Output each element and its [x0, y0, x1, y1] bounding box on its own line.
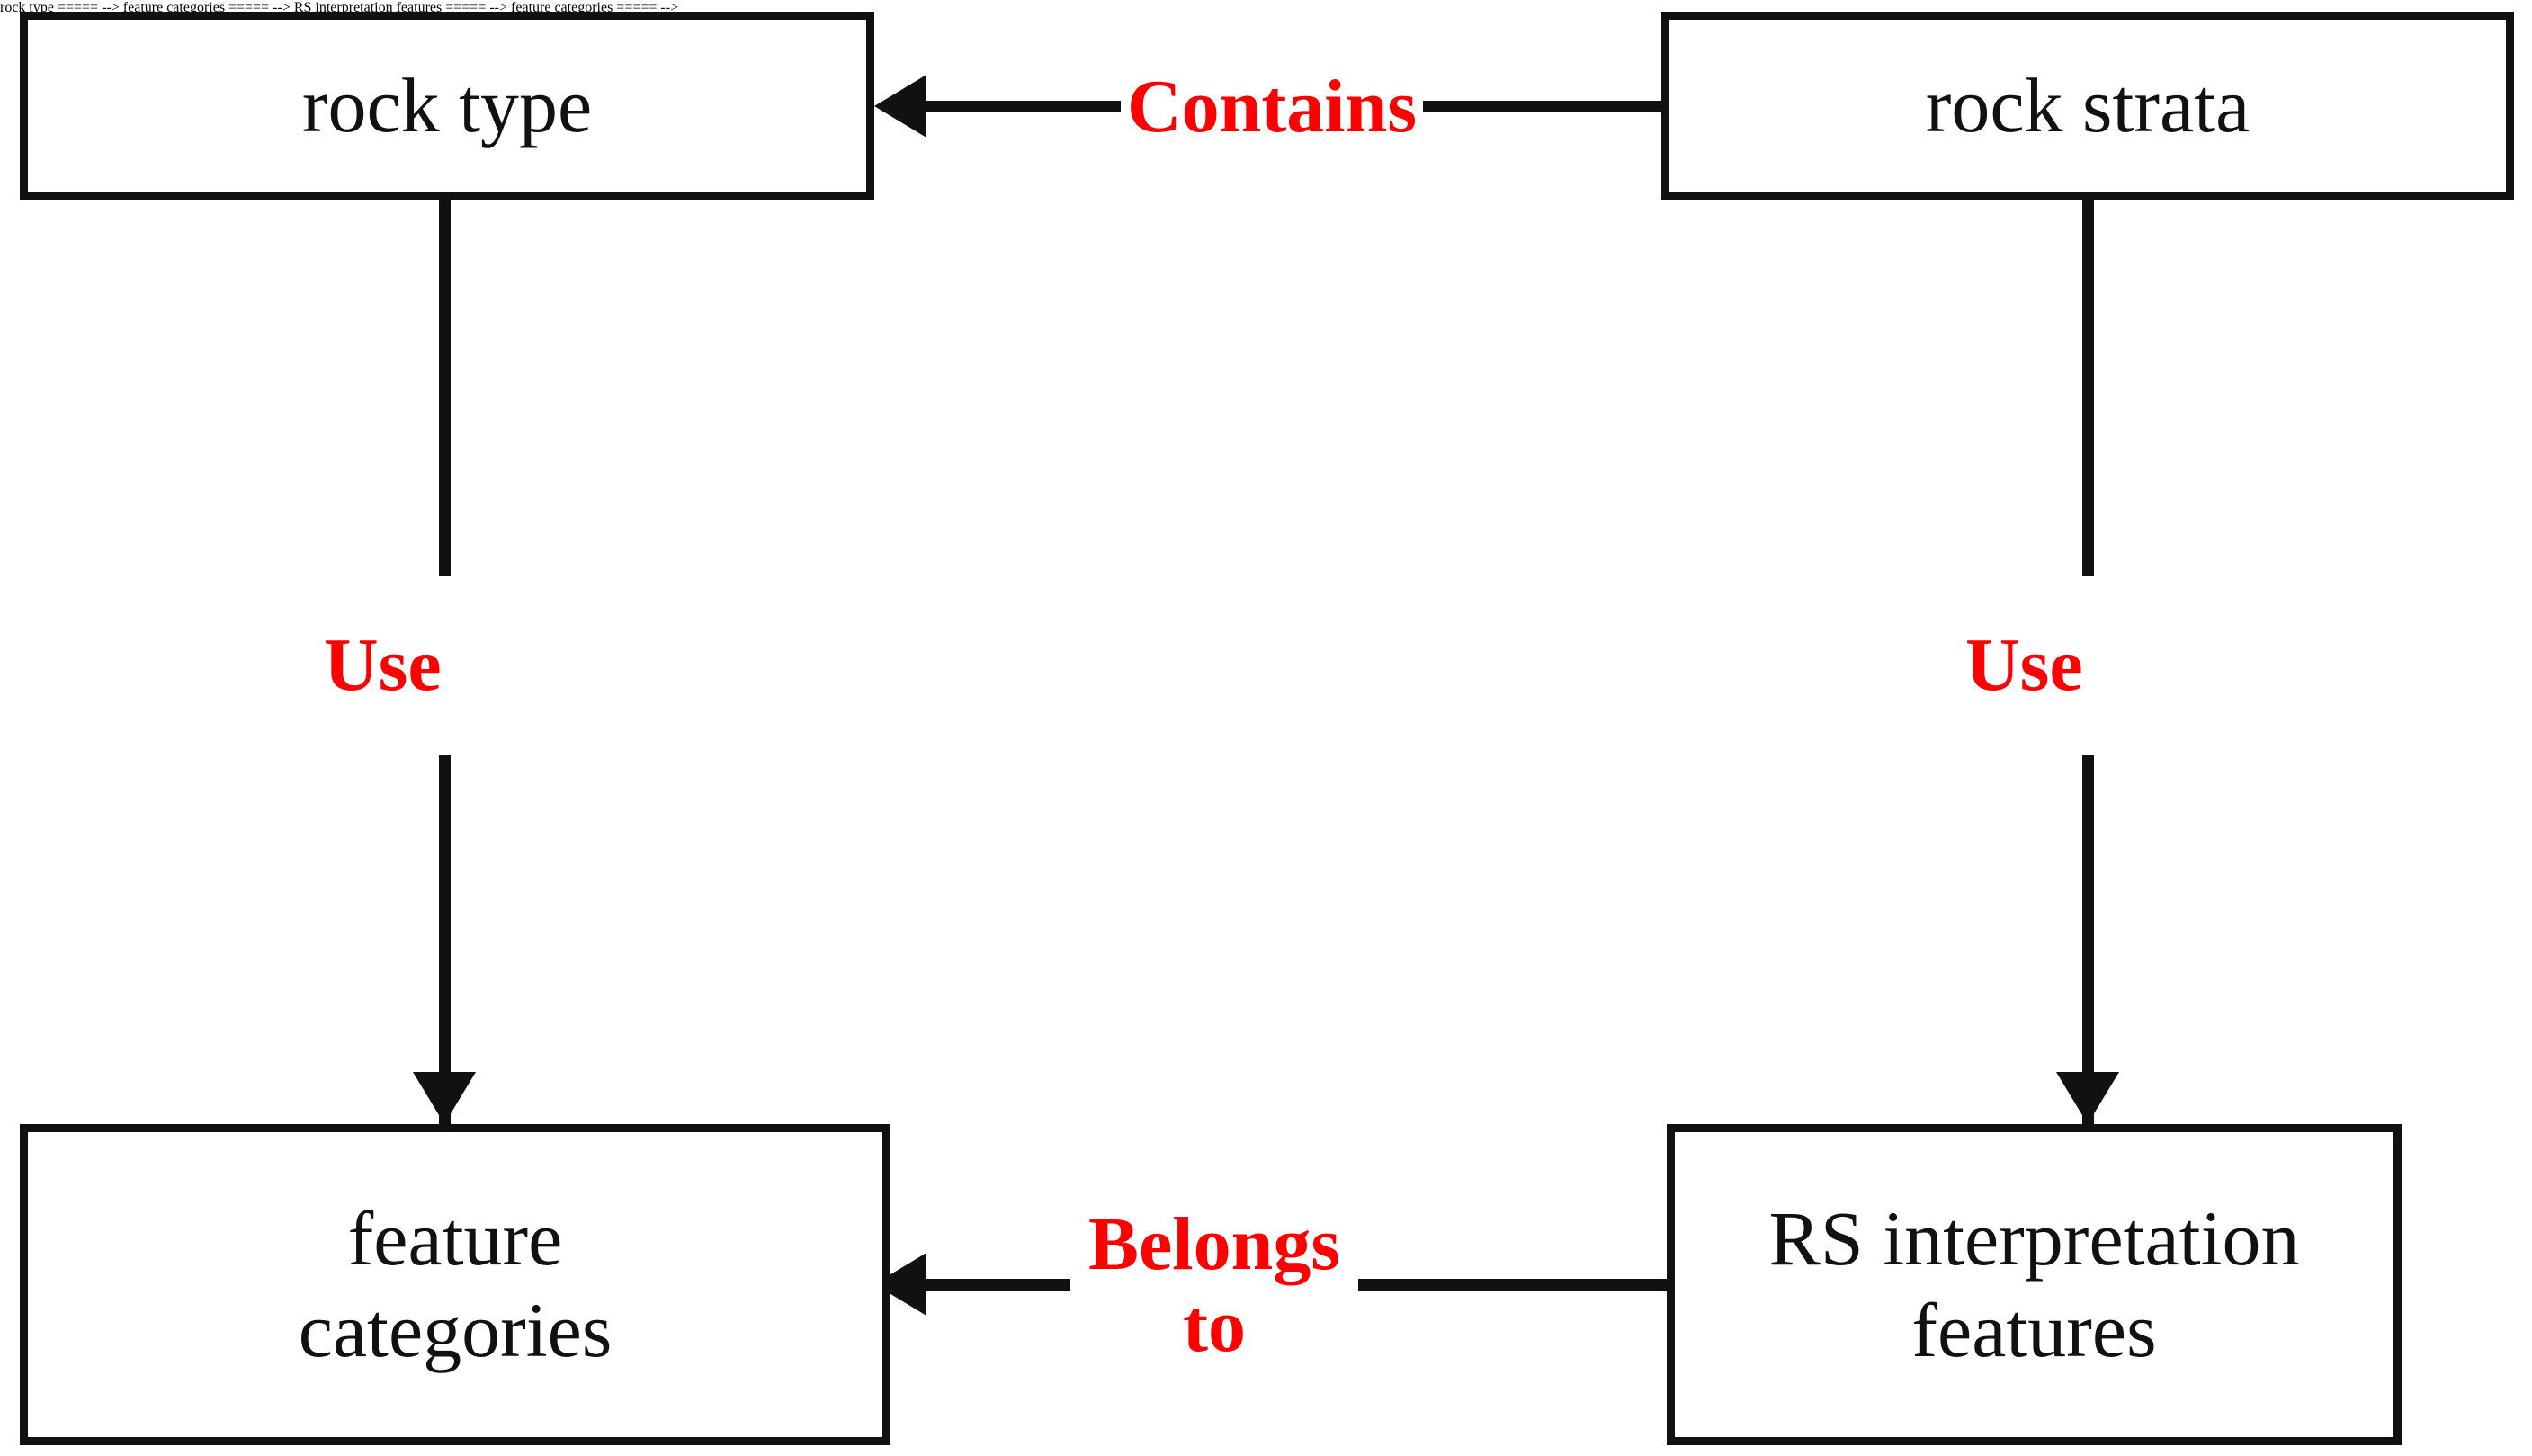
- node-rs-interpretation-features[interactable]: RS interpretation features: [1667, 1124, 2402, 1445]
- edge-use-right-arrowhead-icon: [2056, 1072, 2119, 1124]
- node-rock-strata[interactable]: rock strata: [1661, 12, 2514, 200]
- relation-label-use-right: Use: [1938, 576, 2253, 755]
- node-rock-type[interactable]: rock type: [20, 12, 874, 200]
- node-feature-categories-label: feature categories: [298, 1195, 613, 1373]
- node-rock-type-label: rock type: [301, 61, 593, 148]
- node-rock-strata-label: rock strata: [1925, 61, 2250, 148]
- edge-contains-segment-left: [926, 101, 1123, 112]
- node-feature-categories[interactable]: feature categories: [20, 1124, 890, 1445]
- edge-use-left-arrowhead-icon: [413, 1072, 476, 1124]
- relation-label-use-left: Use: [297, 576, 612, 755]
- relation-label-belongs-to: Belongs to: [1070, 1151, 1358, 1421]
- edge-contains-arrowhead-icon: [874, 75, 926, 138]
- edge-belongs-to-segment-right: [1358, 1279, 1669, 1291]
- edge-contains-segment-right: [1423, 101, 1664, 112]
- edge-belongs-to-segment-left: [926, 1279, 1070, 1291]
- relation-label-contains: Contains: [1121, 14, 1423, 200]
- node-rs-interpretation-features-label: RS interpretation features: [1768, 1195, 2300, 1373]
